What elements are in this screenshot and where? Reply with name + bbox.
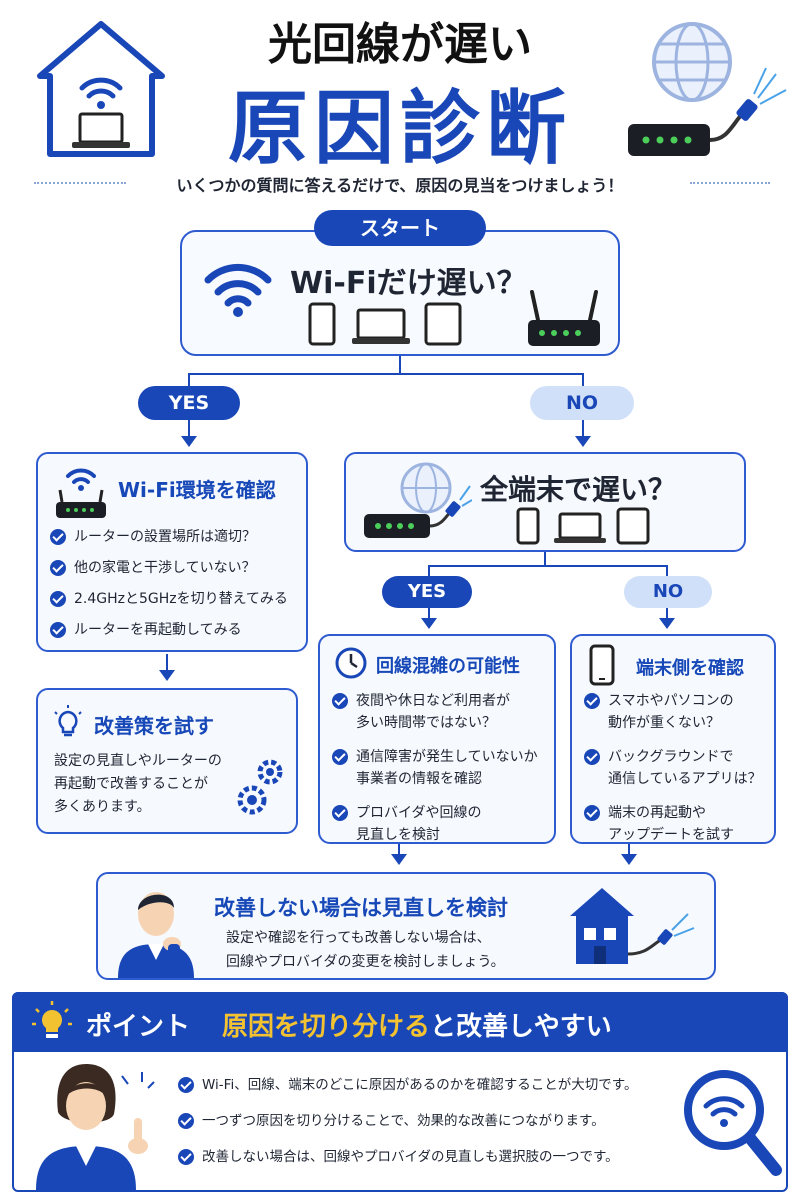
check-icon [584, 693, 600, 709]
gears-icon [237, 759, 283, 815]
list-item: スマホやパソコンの動作が重くない？ [584, 690, 770, 734]
connector [398, 844, 400, 856]
house-fiber-icon [570, 888, 695, 964]
page-title-line2: 原因診断 [228, 82, 572, 175]
connector [582, 420, 584, 438]
point-label: ポイント [86, 1012, 191, 1042]
connector [428, 565, 668, 567]
point-header [12, 992, 788, 1052]
point-highlight: 原因を切り分ける [222, 1012, 431, 1042]
no-badge: NO [624, 576, 712, 608]
arrow-down-icon [659, 618, 675, 629]
congestion-title: 回線混雑の可能性 [376, 656, 520, 677]
connector [666, 565, 668, 579]
check-icon [50, 591, 66, 607]
check-icon [50, 529, 66, 545]
lightbulb-icon [54, 705, 82, 737]
list-item: 通信障害が発生していないか事業者の情報を確認 [332, 746, 552, 790]
list-item: Wi-Fi、回線、端末のどこに原因があるのかを確認することが大切です。 [178, 1076, 698, 1094]
start-question: Wi-Fiだけ遅い？ [290, 266, 527, 301]
check-icon [584, 749, 600, 765]
start-badge: スタート [314, 210, 486, 246]
subtitle: いくつかの質問に答えるだけで、原因の見当をつけましょう！ [176, 176, 624, 195]
connector [666, 608, 668, 620]
connector [544, 552, 546, 566]
wifi-icon [204, 263, 272, 317]
globe-modem-icon [628, 22, 787, 156]
no-badge: NO [530, 386, 634, 420]
router-icon [528, 290, 600, 346]
review-title: 改善しない場合は見直しを検討 [214, 896, 508, 920]
device-check-title: 端末側を確認 [636, 658, 744, 679]
connector [582, 373, 584, 389]
point-list: Wi-Fi、回線、端末のどこに原因があるのかを確認することが大切です。 一つずつ… [178, 1076, 698, 1166]
subtitle-divider-left [34, 182, 126, 184]
lightbulb-icon [32, 1001, 72, 1038]
arrow-down-icon [391, 854, 407, 865]
yes-badge: YES [138, 386, 240, 420]
arrow-down-icon [159, 670, 175, 681]
improve-text: 設定の見直しやルーターの 再起動で改善することが 多くあります。 [54, 753, 222, 815]
list-item: バックグラウンドで通信しているアプリは？ [584, 746, 770, 790]
wifi-check-title: Wi-Fi環境を確認 [118, 478, 276, 502]
check-icon [50, 622, 66, 638]
yes-badge: YES [382, 576, 472, 608]
congestion-list: 夜間や休日など利用者が多い時間帯ではない？ 通信障害が発生していないか事業者の情… [332, 690, 552, 846]
check-icon [50, 560, 66, 576]
check-icon [332, 693, 348, 709]
connector [166, 654, 168, 672]
check-icon [178, 1113, 194, 1129]
connector [188, 373, 584, 375]
connector [188, 373, 190, 389]
devices-icon [516, 507, 650, 545]
list-item: 改善しない場合は、回線やプロバイダの見直しも選択肢の一つです。 [178, 1148, 698, 1166]
clock-icon [335, 647, 367, 679]
check-icon [178, 1077, 194, 1093]
list-item: 一つずつ原因を切り分けることで、効果的な改善につながります。 [178, 1112, 698, 1130]
point-headline: 原因を切り分けると改善しやすい [222, 1006, 722, 1043]
list-item: 他の家電と干渉していない？ [50, 559, 304, 577]
arrow-down-icon [181, 436, 197, 447]
connector [428, 565, 430, 579]
improve-card [36, 688, 298, 834]
house-wifi-icon [37, 21, 165, 157]
pointing-woman-icon [36, 1064, 155, 1190]
list-item: 端末の再起動やアップデートを試す [584, 802, 770, 846]
list-item: 夜間や休日など利用者が多い時間帯ではない？ [332, 690, 552, 734]
globe-modem-icon [364, 462, 472, 538]
check-icon [332, 805, 348, 821]
all-devices-question: 全端末で遅い？ [480, 473, 677, 506]
device-check-list: スマホやパソコンの動作が重くない？ バックグラウンドで通信しているアプリは？ 端… [584, 690, 770, 846]
magnifier-wifi-icon [684, 1070, 782, 1176]
arrow-down-icon [421, 618, 437, 629]
check-icon [332, 749, 348, 765]
router-wifi-icon [56, 468, 106, 518]
review-text: 設定や確認を行っても改善しない場合は、 回線やプロバイダの変更を検討しましょう。 [226, 930, 505, 970]
connector [628, 844, 630, 856]
list-item: ルーターの設置場所は適切？ [50, 528, 304, 546]
list-item: ルーターを再起動してみる [50, 621, 304, 639]
check-icon [584, 805, 600, 821]
wifi-check-list: ルーターの設置場所は適切？ 他の家電と干渉していない？ 2.4GHzと5GHzを… [50, 528, 304, 639]
subtitle-divider-right [690, 182, 770, 184]
list-item: プロバイダや回線の見直しを検討 [332, 802, 552, 846]
thinking-man-icon [118, 892, 194, 978]
smartphone-icon [589, 644, 615, 686]
devices-icon [308, 302, 462, 346]
connector [188, 420, 190, 438]
page-title-line1: 光回線が遅い [268, 19, 532, 70]
arrow-down-icon [621, 854, 637, 865]
connector [428, 608, 430, 620]
arrow-down-icon [575, 436, 591, 447]
list-item: 2.4GHzと5GHzを切り替えてみる [50, 590, 304, 608]
improve-title: 改善策を試す [94, 714, 214, 738]
check-icon [178, 1149, 194, 1165]
connector [399, 356, 401, 374]
point-rest: と改善しやすい [430, 1012, 612, 1042]
